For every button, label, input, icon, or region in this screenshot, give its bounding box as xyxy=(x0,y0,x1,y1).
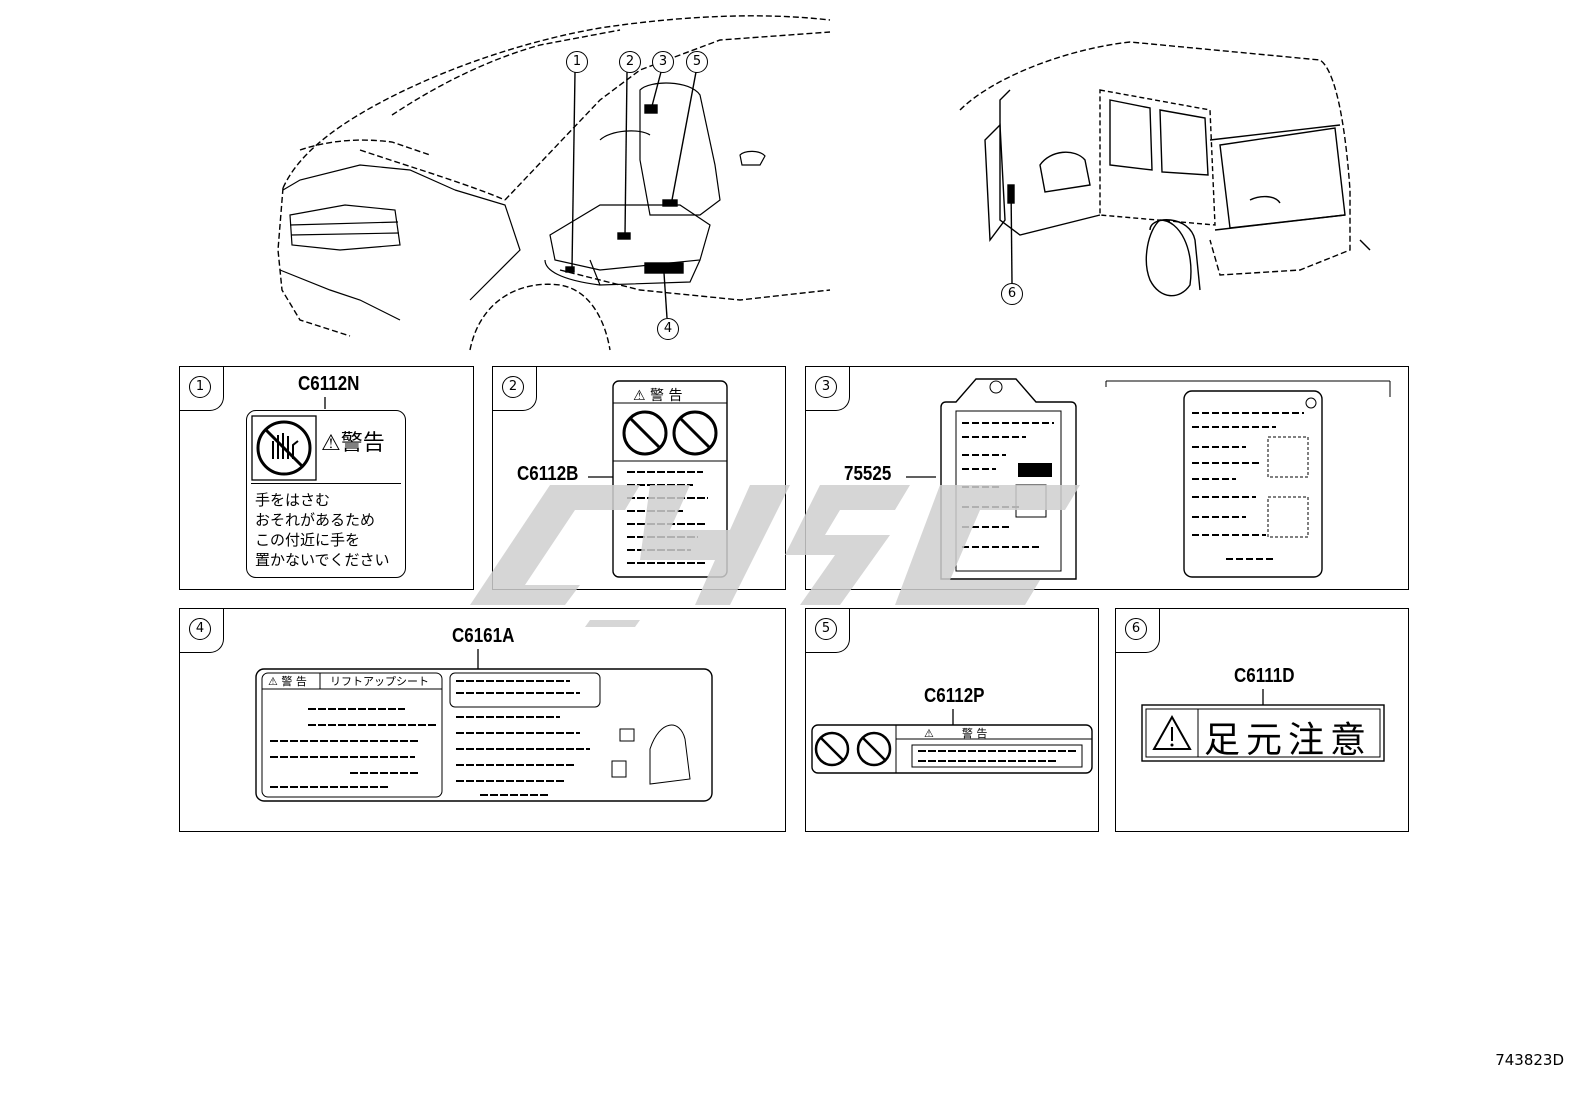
reference-id: 743823D xyxy=(1495,1051,1564,1069)
callout-1: 1 xyxy=(566,51,588,73)
panel-number: 4 xyxy=(189,618,211,640)
no-hand-icon xyxy=(251,415,317,481)
panel-number: 5 xyxy=(815,618,837,640)
part-number: C6111D xyxy=(1234,665,1295,687)
warning-line-1: 手をはさむ xyxy=(255,491,331,509)
panel-1: 1 C6112N ⚠警告 手をはさむ おそれがあるため この付近に手を 置かない… xyxy=(179,366,474,590)
label-drawing-c6161a xyxy=(255,649,713,802)
warning-label-c6112n: ⚠警告 手をはさむ おそれがあるため この付近に手を 置かないでください xyxy=(246,410,406,578)
panel-5: 5 C6112P ⚠ 警 告 xyxy=(805,608,1099,832)
tag-drawing-75525 xyxy=(906,378,1391,580)
panel-3: 3 75525 xyxy=(805,366,1409,590)
part-number: C6112B xyxy=(517,463,579,485)
part-number: C6161A xyxy=(452,625,515,647)
part-number: C6112P xyxy=(924,685,985,707)
panel-number: 6 xyxy=(1125,618,1147,640)
label-header: ⚠ 警 告 xyxy=(924,727,988,740)
panel-2: 2 C6112B ⚠ 警 告 xyxy=(492,366,786,590)
callout-5: 5 xyxy=(686,51,708,73)
label-head-right: リフトアップシート xyxy=(330,675,429,688)
panel-6: 6 C6111D 足元注意 xyxy=(1115,608,1409,832)
part-number: C6112N xyxy=(298,373,360,395)
caution-text: 足元注意 xyxy=(1204,720,1373,761)
label-drawing-c6111d xyxy=(1141,689,1385,762)
label-drawing-c6112p xyxy=(811,709,1093,774)
leader-line xyxy=(324,397,326,409)
rear-vehicle-drawing xyxy=(959,41,1371,297)
front-vehicle-drawing xyxy=(277,15,831,351)
panel-number: 3 xyxy=(815,376,837,398)
part-number: 75525 xyxy=(844,463,892,485)
vehicle-illustrations xyxy=(277,15,1371,351)
warning-line-3: この付近に手を xyxy=(255,531,361,549)
warning-line-4: 置かないでください xyxy=(255,551,390,569)
panel-4: 4 C6161A ⚠ 警 告 リフトアップシート xyxy=(179,608,786,832)
panel-number: 1 xyxy=(189,376,211,398)
label-header: ⚠ 警 告 xyxy=(633,388,683,404)
panel-number: 2 xyxy=(502,376,524,398)
callout-6: 6 xyxy=(1001,283,1023,305)
callout-3: 3 xyxy=(652,51,674,73)
warning-title: ⚠警告 xyxy=(321,431,385,456)
label-head-left: ⚠ 警 告 xyxy=(268,675,307,688)
warning-line-2: おそれがあるため xyxy=(255,511,376,529)
callout-4: 4 xyxy=(657,318,679,340)
callout-2: 2 xyxy=(619,51,641,73)
